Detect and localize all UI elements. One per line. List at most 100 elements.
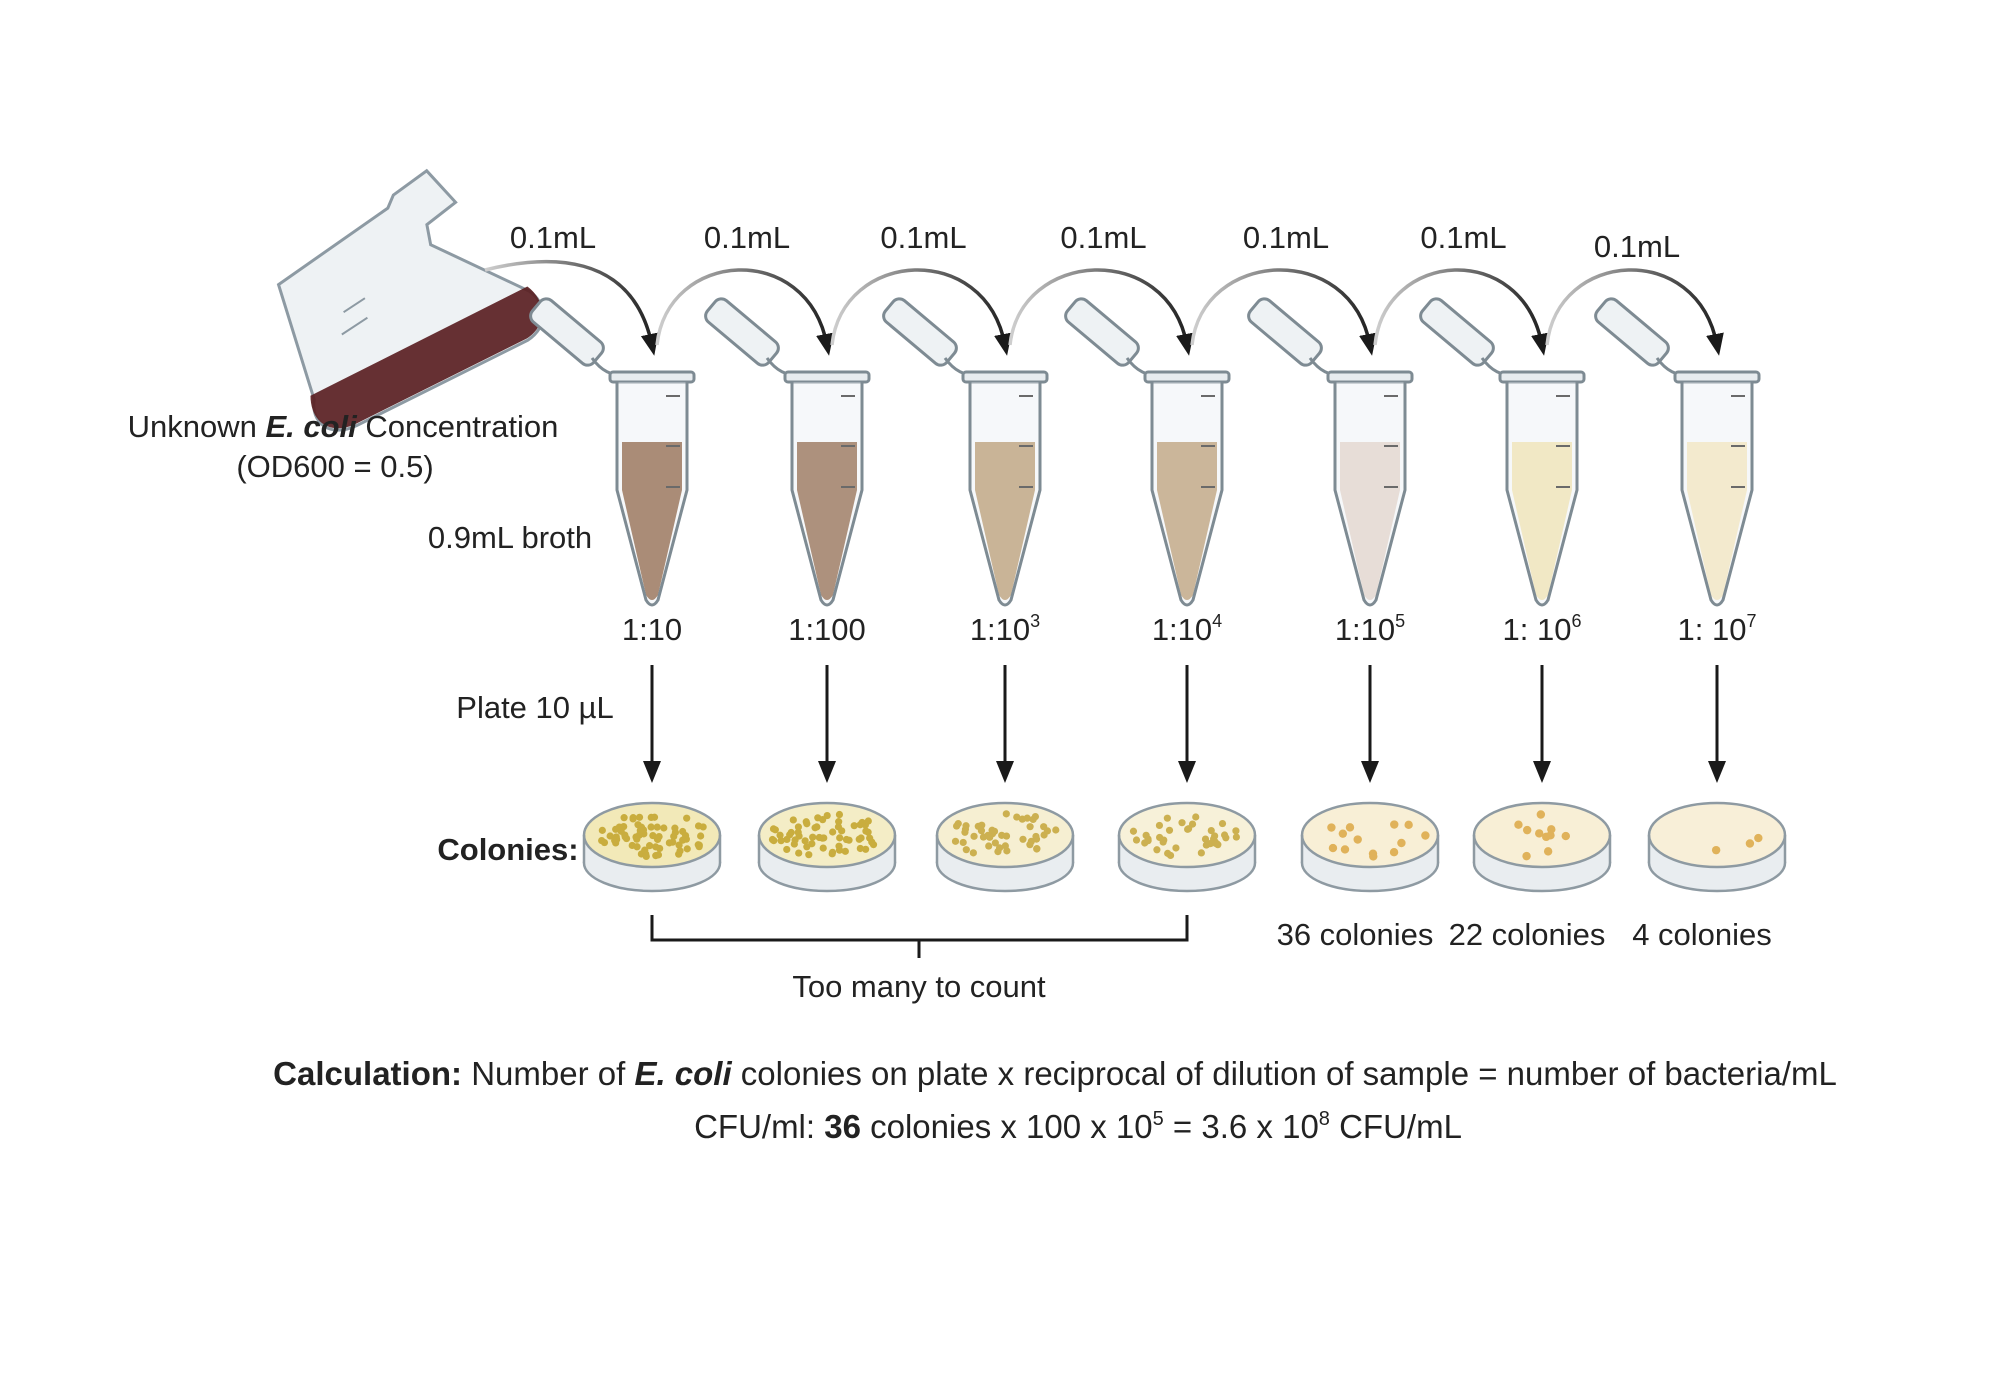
colony-dot	[629, 814, 637, 822]
colony-dot	[1522, 825, 1532, 835]
colony-dot	[697, 832, 705, 840]
cfu-line: CFU/ml: 36 colonies x 100 x 105 = 3.6 x …	[694, 1108, 1462, 1145]
colony-dot	[620, 814, 628, 822]
colony-dot	[838, 827, 846, 835]
colony-dot	[1201, 835, 1210, 843]
colony-dot	[835, 846, 844, 854]
colony-dot	[649, 831, 657, 840]
flask-label: Unknown E. coli Concentration	[128, 409, 559, 444]
colony-dot	[990, 827, 999, 835]
colony-dot	[815, 833, 823, 842]
colony-dot	[1522, 851, 1531, 861]
transfer-arrow	[1545, 268, 1724, 356]
colony-dot	[1178, 819, 1186, 827]
colony-dot	[862, 827, 870, 835]
colony-dot	[1536, 810, 1546, 819]
colony-dot	[978, 821, 986, 829]
colony-dot	[1745, 839, 1755, 848]
colony-dot	[660, 824, 668, 832]
tube-lid-icon	[704, 297, 780, 367]
tube-5: 1:105	[1247, 297, 1414, 783]
colony-dot	[652, 843, 660, 851]
dilution-label: 1:104	[1152, 611, 1222, 647]
colony-dot	[633, 843, 641, 851]
tube-lid-icon	[529, 297, 605, 367]
colony-dot	[655, 832, 663, 841]
colony-dot	[1368, 849, 1378, 858]
colony-dot	[654, 851, 663, 859]
tube-lid-icon	[1419, 297, 1495, 367]
colony-dot	[829, 828, 837, 836]
colony-dot	[1514, 820, 1523, 829]
colony-dot	[683, 814, 691, 822]
petri-dish-3	[935, 801, 1075, 893]
colony-dot	[991, 839, 999, 847]
colony-dot	[836, 834, 844, 842]
colony-dot	[809, 833, 817, 841]
tube-liquid	[975, 442, 1035, 600]
colony-dot	[808, 840, 816, 848]
colony-dot	[783, 845, 791, 854]
colony-dot	[1404, 820, 1413, 830]
colony-dot	[1026, 823, 1034, 831]
tube-lid-icon	[1064, 297, 1140, 367]
colony-dot	[598, 826, 606, 834]
colony-dot	[1172, 844, 1180, 852]
colony-dot	[679, 836, 687, 844]
colony-dot	[862, 845, 870, 853]
colony-dot	[795, 849, 803, 857]
colony-dot	[1546, 831, 1555, 840]
colony-dot	[671, 824, 679, 832]
colony-dot	[1327, 823, 1336, 832]
colony-dot	[857, 834, 865, 842]
colony-dot	[985, 842, 993, 850]
transfer-arrow	[484, 259, 659, 356]
colony-dot	[1561, 831, 1570, 841]
colony-dot	[813, 823, 821, 831]
petri-dish-2	[757, 801, 897, 893]
colony-dot	[615, 823, 623, 831]
colony-dot	[1153, 846, 1161, 854]
colony-dot	[642, 852, 650, 860]
colony-dot	[1141, 839, 1149, 847]
colony-dot	[1711, 845, 1721, 855]
colony-dot	[777, 837, 785, 845]
transfer-arrow	[655, 268, 834, 356]
colony-dot	[1002, 832, 1011, 840]
dilution-label: 1:10	[622, 612, 682, 647]
tube-liquid	[1157, 442, 1217, 600]
colony-dot	[1155, 821, 1164, 830]
colony-dot	[647, 813, 655, 821]
colony-dot	[841, 847, 849, 855]
colony-dot	[803, 820, 811, 828]
colony-count-label: 22 colonies	[1449, 917, 1606, 952]
colony-dot	[1018, 815, 1026, 823]
colony-dot	[856, 821, 864, 829]
colonies-heading: Colonies:	[437, 832, 578, 867]
transfer-volume-label: 0.1mL	[510, 220, 596, 255]
colony-dot	[676, 847, 684, 855]
transfer-volume-label: 0.1mL	[880, 220, 966, 255]
colony-dot	[984, 831, 992, 839]
colony-dot	[1390, 820, 1399, 829]
colony-dot	[598, 836, 606, 845]
colony-dot	[952, 822, 961, 830]
colony-dot	[1003, 847, 1011, 855]
colony-dot	[776, 831, 784, 839]
colony-dot	[794, 823, 803, 831]
colony-dot	[962, 822, 970, 830]
colony-dot	[1165, 826, 1174, 834]
colony-dot	[645, 842, 654, 850]
colony-dot	[969, 849, 977, 857]
tube-3: 1:103	[882, 297, 1049, 783]
colony-dot	[835, 810, 844, 819]
tube-7: 1: 107	[1594, 297, 1761, 783]
tube-liquid	[1340, 442, 1400, 600]
colony-dot	[1397, 838, 1406, 848]
colony-dot	[962, 846, 970, 854]
colony-dot	[970, 832, 978, 840]
plate-volume-label: Plate 10 µL	[456, 690, 613, 725]
colony-dot	[805, 851, 813, 859]
dilution-label: 1:100	[788, 612, 866, 647]
